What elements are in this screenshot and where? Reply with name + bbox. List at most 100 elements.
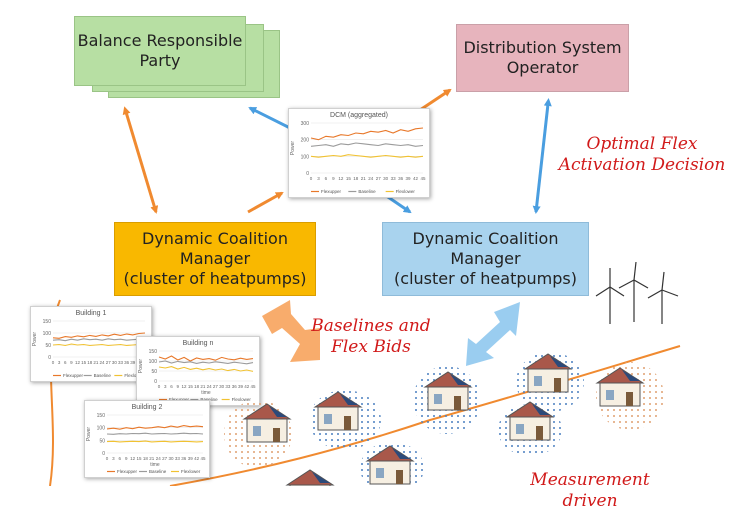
y-tick-label: 0 bbox=[306, 171, 309, 177]
x-tick-label: 30 bbox=[383, 176, 389, 181]
dso-label: Distribution System Operator bbox=[463, 38, 622, 77]
legend-label: Flexupper bbox=[169, 397, 190, 402]
dcm-right-box: Dynamic Coalition Manager (cluster of he… bbox=[382, 222, 589, 296]
x-tick-label: 6 bbox=[325, 176, 328, 181]
series-line-flexupper bbox=[52, 332, 146, 339]
x-tick-label: 24 bbox=[100, 360, 106, 365]
x-tick-label: 33 bbox=[118, 360, 124, 365]
y-tick-label: 150 bbox=[97, 413, 106, 419]
legend-label: Baseline bbox=[358, 189, 376, 194]
x-tick-label: 15 bbox=[81, 360, 87, 365]
arrow-dso-dcm-right bbox=[532, 98, 552, 214]
wind-turbine-icon bbox=[647, 271, 679, 324]
y-tick-label: 150 bbox=[149, 349, 158, 355]
x-tick-label: 12 bbox=[182, 384, 188, 389]
measurement-double-arrow bbox=[466, 302, 520, 366]
x-tick-label: 45 bbox=[420, 176, 426, 181]
x-tick-label: 36 bbox=[232, 384, 238, 389]
distribution-system-operator-box: Distribution System Operator bbox=[456, 24, 629, 92]
legend-label: Flexlower bbox=[396, 189, 416, 194]
arrow-dcm-to-brp bbox=[248, 106, 291, 130]
chart-title: DCM (aggregated) bbox=[330, 112, 388, 119]
y-tick-label: 50 bbox=[151, 369, 157, 375]
y-tick-label: 150 bbox=[43, 319, 52, 325]
x-tick-label: 24 bbox=[156, 456, 162, 461]
x-tick-label: 0 bbox=[106, 456, 109, 461]
x-tick-label: 45 bbox=[250, 384, 256, 389]
wind-turbines bbox=[595, 262, 679, 324]
series-line-flexlower bbox=[158, 366, 254, 372]
chart-title: Building 1 bbox=[75, 310, 107, 317]
x-tick-label: 30 bbox=[112, 360, 118, 365]
x-tick-label: 6 bbox=[64, 360, 67, 365]
x-tick-label: 33 bbox=[175, 456, 181, 461]
x-tick-label: 39 bbox=[188, 456, 194, 461]
y-axis-label: Power bbox=[290, 141, 296, 156]
x-tick-label: 42 bbox=[244, 384, 250, 389]
series-line-baseline bbox=[310, 142, 424, 147]
series-line-flexupper bbox=[158, 355, 254, 362]
x-tick-label: 3 bbox=[317, 176, 320, 181]
dcm-left-box: Dynamic Coalition Manager (cluster of he… bbox=[114, 222, 316, 296]
x-tick-label: 21 bbox=[93, 360, 99, 365]
series-line-flexupper bbox=[310, 127, 424, 141]
legend-label: Flexupper bbox=[63, 373, 84, 378]
y-tick-label: 100 bbox=[97, 426, 106, 432]
x-tick-label: 21 bbox=[200, 384, 206, 389]
y-tick-label: 100 bbox=[301, 154, 310, 160]
x-tick-label: 18 bbox=[353, 176, 359, 181]
x-tick-label: 33 bbox=[391, 176, 397, 181]
x-tick-label: 9 bbox=[70, 360, 73, 365]
x-tick-label: 3 bbox=[164, 384, 167, 389]
x-tick-label: 42 bbox=[413, 176, 419, 181]
dcm-left-label: Dynamic Coalition Manager (cluster of he… bbox=[123, 229, 307, 288]
legend-label: Baseline bbox=[94, 373, 112, 378]
x-tick-label: 27 bbox=[213, 384, 219, 389]
measurement-label: Measurement driven bbox=[530, 470, 650, 512]
y-axis-label: Power bbox=[138, 359, 144, 374]
series-line-flexlower bbox=[52, 343, 146, 347]
optimal-flex-label: Optimal Flex Activation Decision bbox=[558, 134, 726, 176]
y-tick-label: 100 bbox=[149, 359, 158, 365]
x-tick-label: 39 bbox=[238, 384, 244, 389]
x-tick-label: 36 bbox=[181, 456, 187, 461]
x-tick-label: 15 bbox=[346, 176, 352, 181]
x-tick-label: 3 bbox=[58, 360, 61, 365]
x-tick-label: 9 bbox=[332, 176, 335, 181]
series-line-flexlower bbox=[310, 154, 424, 158]
x-tick-label: 0 bbox=[158, 384, 161, 389]
x-tick-label: 45 bbox=[200, 456, 206, 461]
x-tick-label: 12 bbox=[338, 176, 344, 181]
x-tick-label: 0 bbox=[52, 360, 55, 365]
balance-responsible-party-box: Balance Responsible Party bbox=[74, 16, 246, 86]
x-tick-label: 30 bbox=[219, 384, 225, 389]
x-tick-label: 0 bbox=[310, 176, 313, 181]
y-tick-label: 100 bbox=[43, 331, 52, 337]
x-tick-label: 18 bbox=[143, 456, 149, 461]
x-tick-label: 36 bbox=[398, 176, 404, 181]
x-tick-label: 36 bbox=[124, 360, 130, 365]
x-tick-label: 27 bbox=[376, 176, 382, 181]
y-tick-label: 50 bbox=[45, 343, 51, 349]
x-tick-label: 42 bbox=[194, 456, 200, 461]
dcm-right-label: Dynamic Coalition Manager (cluster of he… bbox=[394, 229, 577, 288]
series-line-baseline bbox=[106, 432, 204, 435]
y-tick-label: 300 bbox=[301, 121, 310, 127]
x-tick-label: 39 bbox=[130, 360, 136, 365]
legend-label: Baseline bbox=[149, 469, 167, 474]
arrow-dcm-left-to-chart bbox=[247, 191, 284, 214]
legend-label: Flexupper bbox=[321, 189, 342, 194]
x-tick-label: 18 bbox=[87, 360, 93, 365]
series-line-baseline bbox=[52, 338, 146, 342]
baselines-double-arrow bbox=[262, 300, 320, 362]
legend-label: Flexlower bbox=[232, 397, 252, 402]
brp-label: Balance Responsible Party bbox=[77, 31, 243, 70]
x-tick-label: 27 bbox=[106, 360, 112, 365]
series-line-flexlower bbox=[106, 440, 204, 443]
x-tick-label: 3 bbox=[112, 456, 115, 461]
wind-turbine-icon bbox=[595, 268, 625, 324]
x-tick-label: 6 bbox=[119, 456, 122, 461]
x-tick-label: 27 bbox=[162, 456, 168, 461]
